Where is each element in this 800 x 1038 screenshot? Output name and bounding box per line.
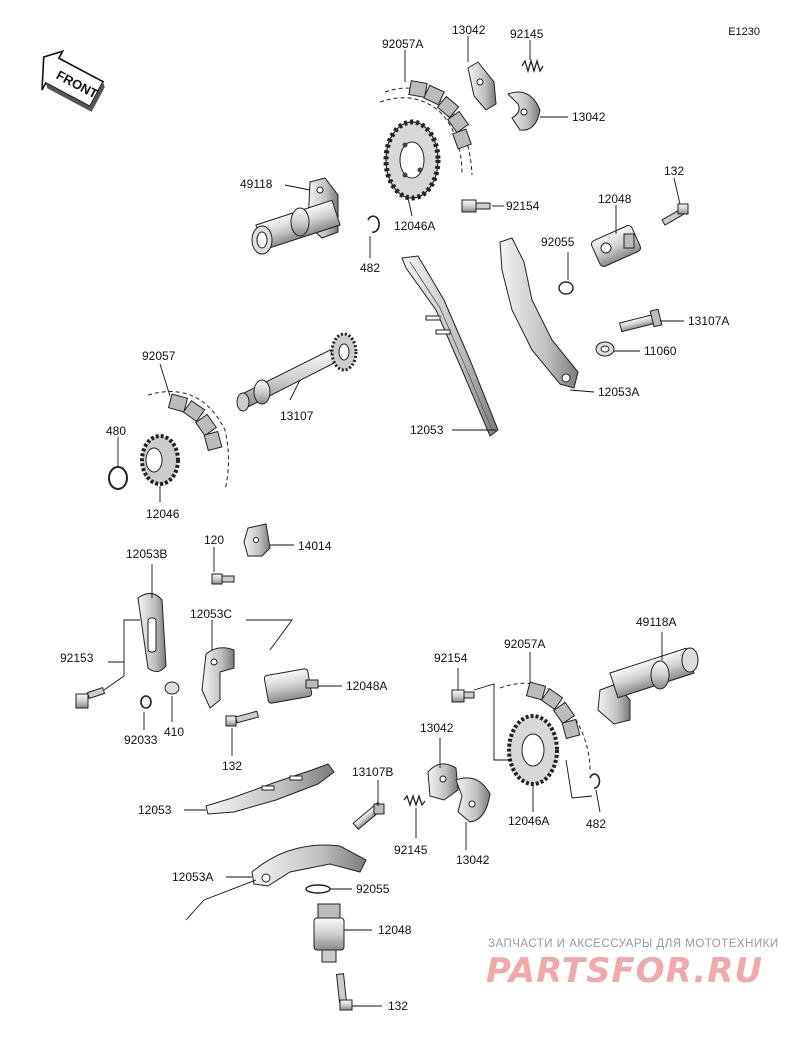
- chain-guide-12053C: [201, 647, 235, 709]
- spring-92145-bottom: [403, 793, 426, 808]
- part-labels: 92057A 13042 92145 13042 49118 12046A 92…: [60, 23, 729, 1013]
- diagram-id: E1230: [728, 26, 760, 38]
- label-410: 410: [164, 725, 184, 739]
- label-12053-top: 12053: [410, 423, 444, 437]
- chain-guide-12053-bottom: [205, 763, 335, 815]
- tensioner-arm-13042-bottom: [427, 763, 491, 823]
- label-13042-bottom2: 13042: [456, 853, 490, 867]
- bolt-92154-bottom: [451, 689, 475, 703]
- label-12048: 12048: [598, 192, 632, 206]
- camshaft-49118: [251, 177, 341, 255]
- pin-13107B: [352, 801, 385, 831]
- label-92055-top: 92055: [541, 235, 575, 249]
- chain-guide-12053A-top: [499, 237, 579, 389]
- label-49118A: 49118A: [636, 615, 676, 629]
- bracket-14014: [243, 523, 271, 557]
- tensioner-12048-bottom: [313, 903, 345, 963]
- leader-lines: [103, 36, 684, 1007]
- label-132-bottom: 132: [388, 999, 408, 1013]
- bolt-92153: [75, 687, 106, 709]
- circlip-480: [108, 466, 128, 490]
- bolt-132-bottom: [336, 973, 353, 1011]
- label-92057A-bottom: 92057A: [504, 637, 545, 651]
- label-92154-top: 92154: [506, 199, 540, 213]
- label-13042-bottom: 13042: [420, 721, 454, 735]
- chain-guide-12053B: [137, 593, 167, 672]
- bolt-132-top: [661, 203, 689, 226]
- chain-guide-12053A-bottom: [251, 844, 367, 887]
- label-132-top: 132: [664, 164, 684, 178]
- label-12048-bottom: 12048: [378, 923, 412, 937]
- label-480: 480: [106, 424, 126, 438]
- label-12046A-bottom: 12046A: [508, 814, 549, 828]
- circlip-482-top: [367, 215, 380, 233]
- timing-chain-92057: [147, 391, 229, 491]
- label-12053B: 12053B: [126, 547, 167, 561]
- oring-92055-top: [558, 281, 574, 295]
- label-92057: 92057: [142, 349, 176, 363]
- label-92033: 92033: [124, 733, 158, 747]
- label-11060: 11060: [644, 344, 677, 358]
- timing-chain-92057A-bottom: [499, 681, 591, 771]
- label-12046: 12046: [146, 507, 180, 521]
- watermark-tagline: ЗАПЧАСТИ И АКСЕССУАРЫ ДЛЯ МОТОТЕХНИКИ: [488, 938, 779, 950]
- camshaft-49118A: [597, 647, 699, 725]
- timing-chain-92057A-top: [379, 80, 473, 176]
- label-92145-bottom: 92145: [394, 843, 428, 857]
- label-482-bottom: 482: [586, 817, 606, 831]
- tensioner-12048-top: [590, 225, 642, 267]
- watermark-brand: PARTSFOR.RU: [486, 951, 764, 991]
- sprocket-12046A-bottom: [507, 714, 559, 786]
- label-92153: 92153: [60, 651, 94, 665]
- bolt-132-mid: [225, 710, 260, 727]
- pin-13107A: [619, 308, 663, 333]
- chain-guide-12053-top: [401, 255, 499, 437]
- label-13107A: 13107A: [688, 314, 729, 328]
- washer-11060: [595, 341, 615, 357]
- label-92154-bottom: 92154: [434, 651, 468, 665]
- label-92145-top: 92145: [510, 27, 544, 41]
- label-12053C: 12053C: [190, 607, 232, 621]
- label-132-mid: 132: [222, 759, 242, 773]
- spring-92145-top: [521, 58, 544, 74]
- label-14014: 14014: [298, 539, 332, 553]
- sprocket-12046: [140, 434, 180, 486]
- circlip-482-bottom: [589, 773, 601, 789]
- washer-410: [164, 681, 180, 695]
- label-13042-top: 13042: [452, 23, 486, 37]
- bolt-92154-top: [461, 199, 491, 213]
- tensioner-12048A: [263, 668, 319, 704]
- oring-92055-bottom: [305, 884, 331, 894]
- label-12048A: 12048A: [346, 679, 387, 693]
- label-13042-top2: 13042: [572, 110, 606, 124]
- shaft-13107: [236, 332, 358, 412]
- bolt-120: [211, 573, 235, 585]
- label-12046A-top: 12046A: [394, 219, 435, 233]
- front-arrow-icon: FRONT: [41, 49, 105, 112]
- label-120: 120: [204, 533, 224, 547]
- label-92055-bottom: 92055: [356, 882, 390, 896]
- label-482-top: 482: [360, 261, 380, 275]
- label-12053-bottom: 12053: [138, 803, 172, 817]
- label-13107: 13107: [280, 409, 314, 423]
- tensioner-arm-13042-top: [467, 61, 541, 131]
- label-12053A-top: 12053A: [598, 385, 639, 399]
- label-49118: 49118: [240, 177, 273, 191]
- label-92057A-top: 92057A: [382, 37, 423, 51]
- label-13107B: 13107B: [352, 765, 393, 779]
- sprocket-12046A-top: [383, 119, 441, 201]
- washer-92033: [140, 695, 152, 709]
- label-12053A-bottom: 12053A: [172, 870, 213, 884]
